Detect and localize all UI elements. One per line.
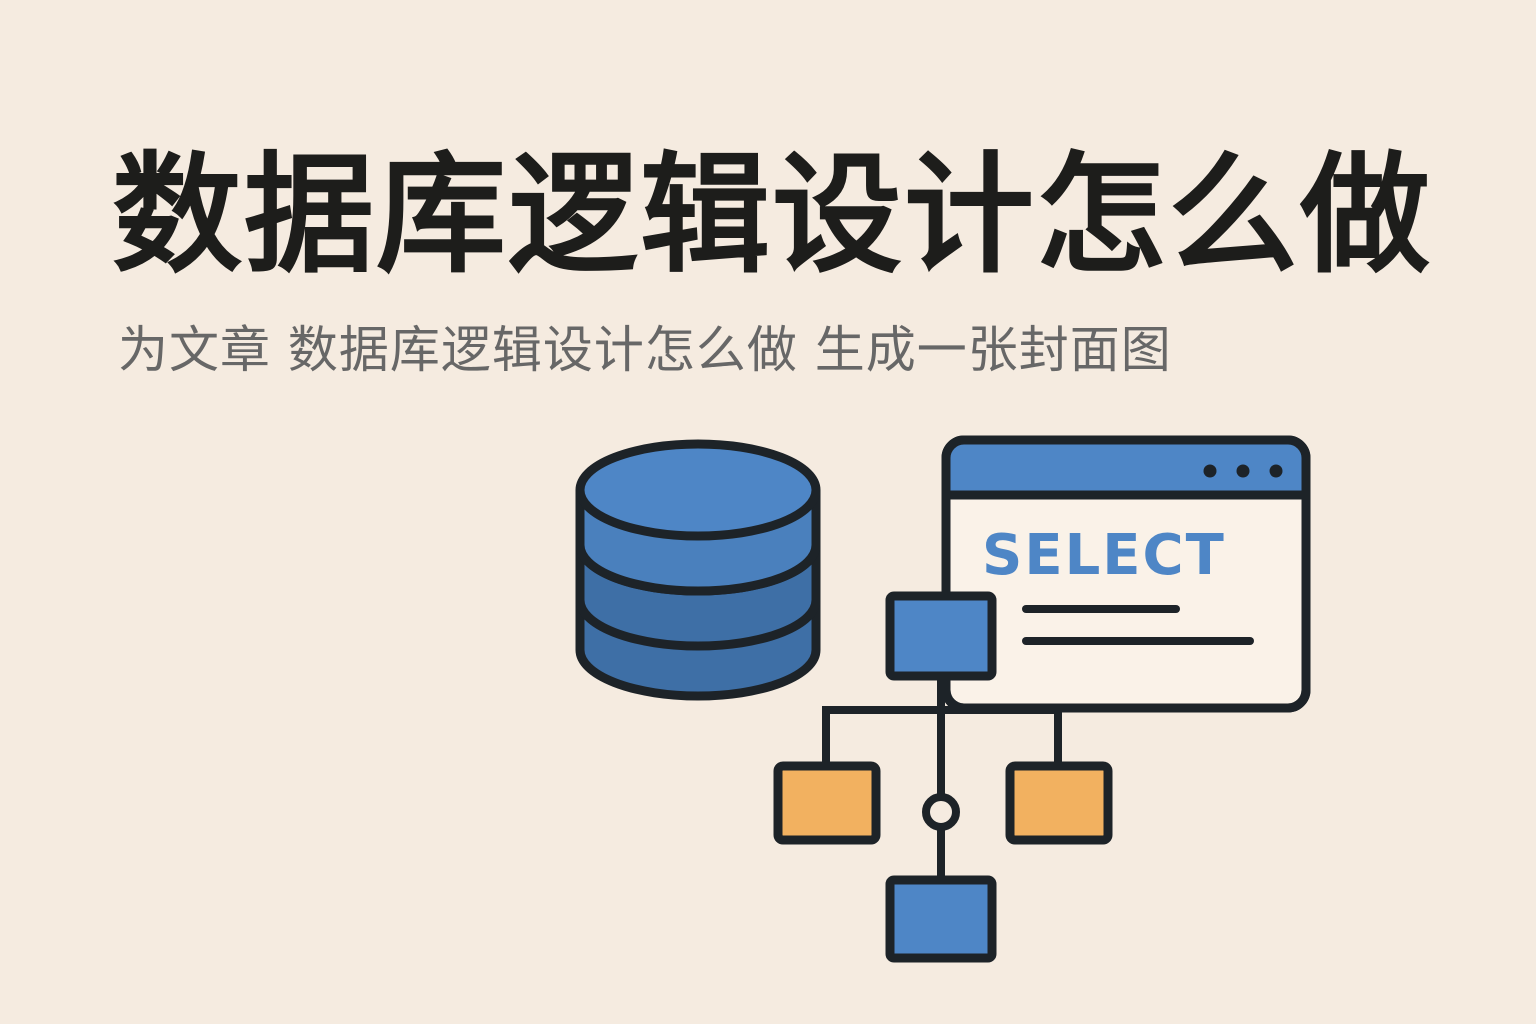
browser-window-icon: SELECT — [941, 435, 1311, 713]
tree-node-root — [885, 591, 997, 681]
window-dot-icon — [1203, 464, 1217, 478]
window-dot-icon — [1236, 464, 1250, 478]
window-dot-icon — [1269, 464, 1283, 478]
database-icon — [575, 439, 821, 701]
tree-junction — [922, 793, 960, 831]
tree-node-right — [1005, 761, 1113, 845]
tree-node-bottom — [885, 875, 997, 963]
cover-title: 数据库逻辑设计怎么做 — [112, 139, 1433, 291]
tree-diagram-icon — [773, 591, 1113, 963]
code-keyword: SELECT — [982, 523, 1226, 588]
cover-subtitle: 为文章 数据库逻辑设计怎么做 生成一张封面图 — [118, 321, 1172, 379]
tree-node-left — [773, 761, 881, 845]
